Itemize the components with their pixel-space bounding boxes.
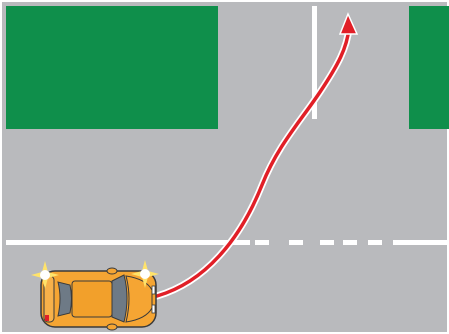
car-headlight-left [152,286,155,294]
car-taillight [45,315,49,321]
dash-5 [368,240,382,245]
car-mirror-left [107,268,117,274]
dash-3 [320,240,334,245]
grass-block-left [6,6,218,129]
car-rear-window [58,282,72,316]
dash-4 [343,240,357,245]
car-roof [72,281,112,317]
dash-6 [393,240,449,245]
flash-front-core [140,269,150,279]
dash-1 [255,240,269,245]
car-icon [41,268,156,330]
grass-block-right [409,6,449,129]
dash-2 [289,240,303,245]
flash-rear-core [40,270,50,280]
lane-line-solid [6,240,250,245]
car-windshield [112,275,127,322]
car-mirror-right [107,324,117,330]
car-headlight-right [152,305,155,313]
